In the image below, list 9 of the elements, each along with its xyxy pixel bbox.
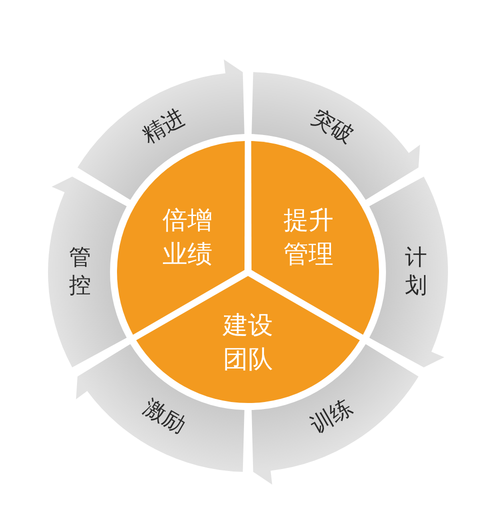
segment-label: 倍增业绩	[161, 204, 214, 270]
segment-label: 精进	[138, 103, 190, 150]
segment-label: 训练	[306, 394, 358, 441]
segment-label: 突破	[306, 103, 358, 150]
segment-label: 建设团队	[222, 309, 274, 375]
segment-label: 激励	[138, 394, 190, 441]
segment-label: 管控	[69, 244, 91, 300]
segment-label: 计划	[405, 244, 427, 300]
segment-label: 提升管理	[282, 204, 335, 270]
